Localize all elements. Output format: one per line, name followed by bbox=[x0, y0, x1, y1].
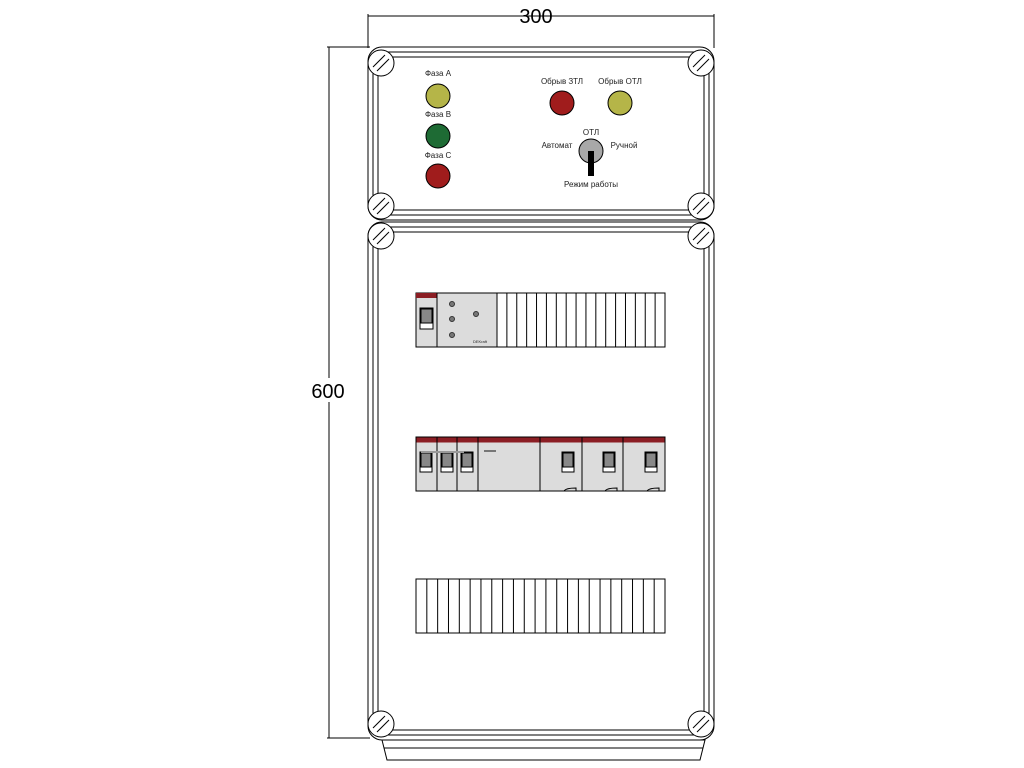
din-module bbox=[539, 436, 583, 492]
height-label: 600 bbox=[311, 381, 344, 403]
indicator-lamp bbox=[607, 90, 633, 116]
screw-icon bbox=[367, 222, 395, 250]
screw-icon bbox=[367, 49, 395, 77]
lamp-label-status-2: Обрыв ОТЛ bbox=[598, 77, 642, 86]
din-module bbox=[415, 436, 438, 492]
lamp-label-phase-c: Фаза C bbox=[425, 151, 452, 160]
top-enclosure bbox=[367, 46, 715, 221]
dimension-width bbox=[367, 14, 715, 48]
lamp-label-phase-a: Фаза A bbox=[425, 69, 452, 78]
module-brand-label: DEKraft bbox=[473, 339, 488, 344]
din-module bbox=[456, 436, 479, 492]
mode-selector-switch[interactable] bbox=[578, 138, 604, 176]
indicator-lamp bbox=[425, 83, 451, 109]
din-row-2 bbox=[415, 436, 666, 492]
screw-icon bbox=[687, 222, 715, 250]
din-row-3 bbox=[415, 578, 666, 634]
din-module bbox=[477, 436, 541, 492]
lamp-label-status-1: Обрыв ЗТЛ bbox=[541, 77, 583, 86]
breaker-toggle bbox=[419, 307, 434, 330]
width-label: 300 bbox=[519, 6, 552, 28]
din-module bbox=[436, 436, 458, 492]
screw-icon bbox=[687, 710, 715, 738]
indicator-lamp bbox=[549, 90, 575, 116]
screw-icon bbox=[367, 192, 395, 220]
screw-icon bbox=[687, 49, 715, 77]
selector-left-label: Автомат bbox=[542, 141, 573, 150]
busbar bbox=[421, 451, 464, 453]
selector-right-label: Ручной bbox=[611, 141, 638, 150]
selector-caption: Режим работы bbox=[564, 180, 618, 189]
indicator-lamp bbox=[425, 123, 451, 149]
indicator-lamp bbox=[425, 163, 451, 189]
lamp-label-phase-b: Фаза B bbox=[425, 110, 451, 119]
selector-title: ОТЛ bbox=[583, 128, 599, 137]
terminal-block bbox=[415, 578, 666, 634]
screw-icon bbox=[367, 710, 395, 738]
din-row-1: DEKraft bbox=[415, 292, 666, 348]
terminal-block bbox=[496, 292, 666, 348]
din-module bbox=[622, 436, 666, 492]
din-module bbox=[581, 436, 624, 492]
screw-icon bbox=[687, 192, 715, 220]
